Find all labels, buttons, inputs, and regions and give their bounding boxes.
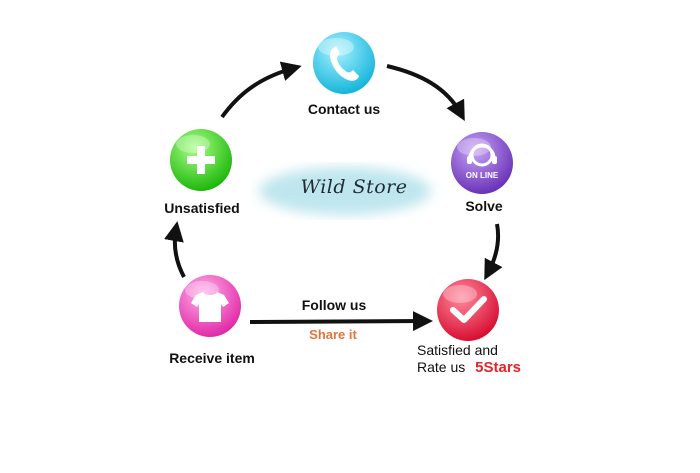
checkmark-icon — [450, 296, 487, 323]
satisfied-label-line2: Rate us 5Stars — [417, 359, 521, 376]
contact-node — [313, 32, 375, 94]
online-badge-text: ON LINE — [466, 171, 499, 180]
receive-node — [179, 275, 241, 337]
arrow-contact-to-solve — [386, 64, 465, 122]
plus-icon — [187, 146, 215, 174]
solve-node: ON LINE — [451, 132, 513, 194]
share-label: Share it — [309, 327, 357, 342]
store-title: Wild Store — [300, 176, 408, 198]
satisfied-label-line1: Satisfied and — [417, 342, 498, 358]
satisfied-node — [437, 279, 499, 341]
follow-label: Follow us — [301, 297, 367, 313]
arrow-receive-to-unsatisfied — [164, 221, 186, 278]
arrow-solve-to-satisfied — [484, 223, 503, 281]
arrow-unsatisfied-to-contact — [220, 61, 302, 119]
unsatisfied-label: Unsatisfied — [164, 200, 240, 216]
unsatisfied-node — [170, 129, 232, 191]
rate-us-text: Rate us — [417, 359, 466, 375]
five-stars-text: 5Stars — [475, 359, 522, 376]
online-support-icon: ON LINE — [466, 143, 499, 180]
phone-icon — [330, 46, 359, 81]
arrow-receive-to-satisfied — [249, 311, 433, 332]
center-cloud — [259, 167, 431, 215]
contact-label: Contact us — [307, 101, 381, 117]
receive-label: Receive item — [169, 350, 255, 366]
solve-label: Solve — [465, 198, 503, 214]
tshirt-icon — [191, 292, 229, 322]
